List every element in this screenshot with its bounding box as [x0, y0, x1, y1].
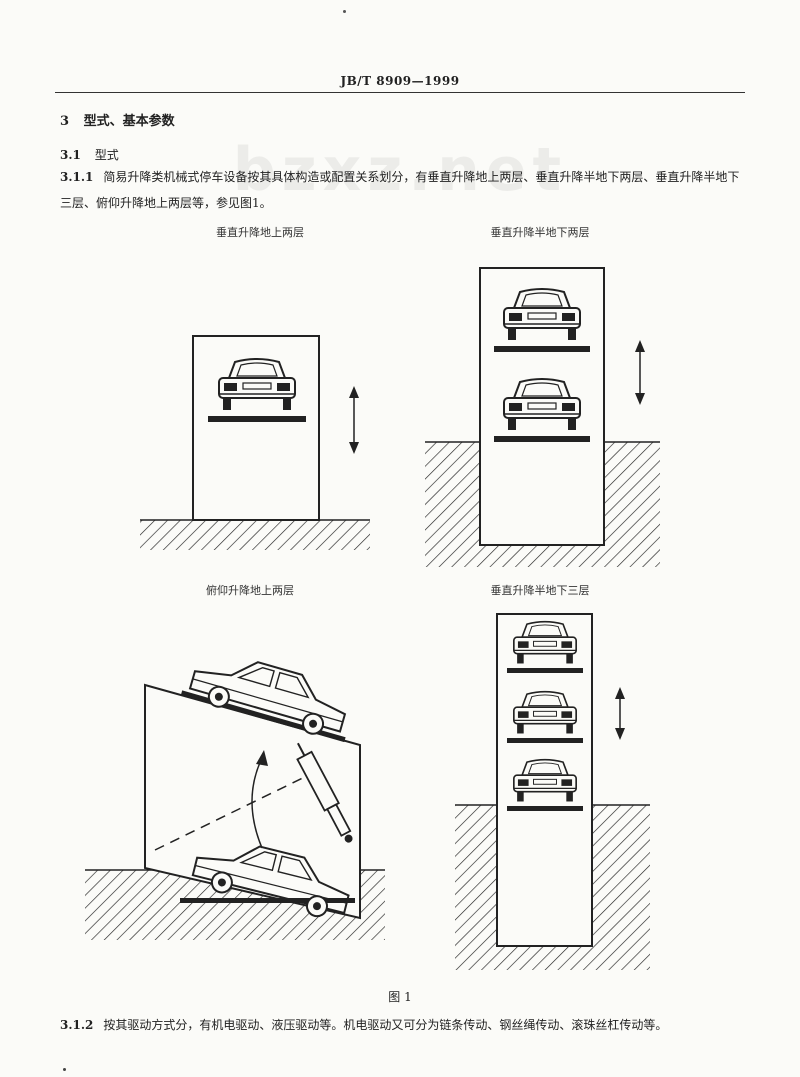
caption-bottom-right: 垂直升降半地下三层: [490, 584, 590, 597]
diagram-tilting-above-ground-two-level: [85, 645, 385, 940]
subsection-title: 型式: [94, 148, 119, 162]
paragraph-text: 简易升降类机械式停车设备按其具体构造或配置关系划分，有垂直升降地上两层、垂直升降…: [60, 170, 740, 210]
paragraph-number: 3.1.1: [60, 170, 94, 184]
standard-number-header: JB/T 8909—1999: [340, 74, 460, 88]
caption-bottom-left: 俯仰升降地上两层: [206, 584, 294, 597]
paragraph-3-1-2: 3.1.2 按其驱动方式分，有机电驱动、液压驱动等。机电驱动又可分为链条传动、钢丝…: [60, 1012, 750, 1038]
scan-speck: [343, 10, 346, 13]
caption-top-left: 垂直升降地上两层: [216, 226, 304, 239]
subsection-number: 3.1: [60, 148, 81, 162]
subsection-heading: 3.1 型式: [60, 146, 119, 163]
section-title: 型式、基本参数: [83, 114, 175, 129]
header-rule: [55, 92, 745, 93]
diagram-semi-underground-three-level: [455, 613, 650, 970]
section-heading: 3 型式、基本参数: [60, 110, 175, 129]
watermark: bzxz.net: [232, 135, 568, 205]
paragraph-text: 按其驱动方式分，有机电驱动、液压驱动等。机电驱动又可分为链条传动、钢丝绳传动、滚…: [103, 1018, 668, 1032]
diagram-above-ground-two-level: [140, 335, 370, 550]
section-number: 3: [60, 114, 70, 129]
figure-label: 图 1: [388, 990, 412, 1004]
paragraph-number: 3.1.2: [60, 1018, 94, 1032]
caption-top-right: 垂直升降半地下两层: [490, 226, 590, 239]
diagram-semi-underground-two-level: [425, 267, 660, 567]
scan-speck: [63, 1068, 66, 1071]
